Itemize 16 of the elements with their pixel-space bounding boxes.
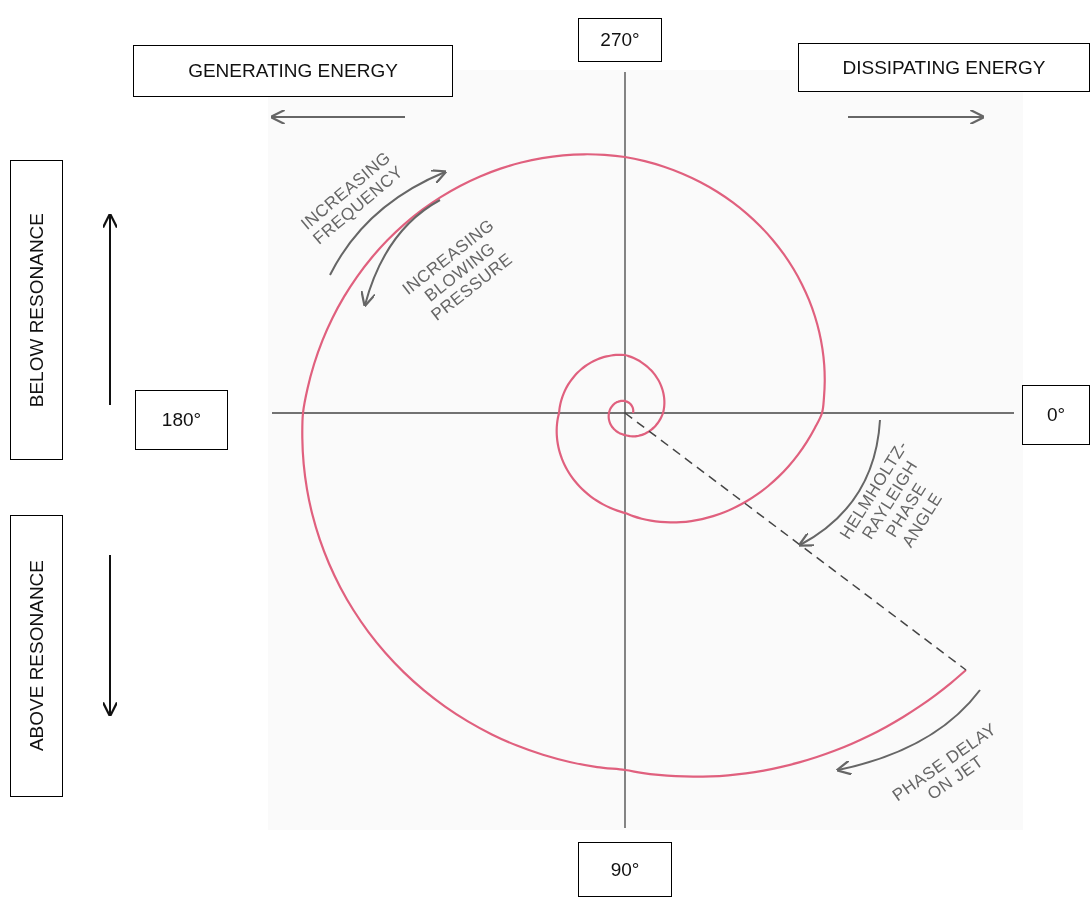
box-label: GENERATING ENERGY <box>188 60 398 82</box>
label-box <box>578 842 672 897</box>
box-label: DISSIPATING ENERGY <box>842 56 1046 79</box>
label-box <box>10 160 63 460</box>
box-label: ABOVE RESONANCE <box>25 560 48 752</box>
label-box <box>133 45 453 97</box>
label-box <box>798 43 1090 92</box>
box-label: 90° <box>610 858 640 881</box>
label-box <box>1022 385 1090 445</box>
box-label: BELOW RESONANCE <box>25 212 48 408</box>
box-label: 270° <box>600 29 640 51</box>
box-label: 180° <box>161 409 202 431</box>
label-box <box>10 515 63 797</box>
label-box <box>135 390 228 450</box>
label-box <box>578 18 662 62</box>
box-label: 0° <box>1046 404 1066 426</box>
